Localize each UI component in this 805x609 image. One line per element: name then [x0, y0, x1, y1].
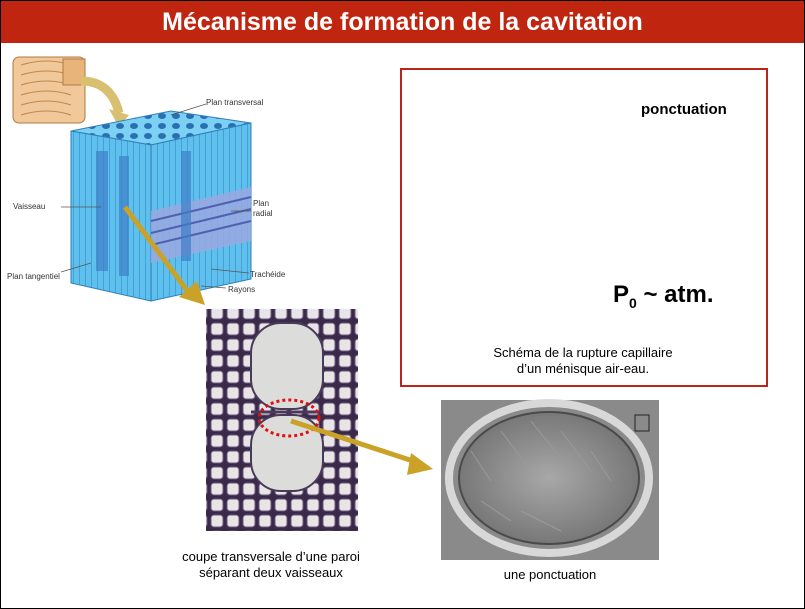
p0-value: ~ atm.: [636, 281, 714, 308]
schema-caption-line2: d’un ménisque air-eau.: [516, 361, 650, 376]
pi-letter: P: [419, 281, 436, 308]
schema-frame: [400, 68, 768, 387]
label-plan-radial-1: Plan: [253, 199, 270, 208]
p0-letter: P: [613, 281, 630, 308]
micrograph-cross-section: [206, 309, 358, 531]
highlight-circle: [257, 398, 321, 438]
label-plan-tangentiel: Plan tangentiel: [7, 272, 60, 281]
arrow-block-to-micrograph: [122, 205, 192, 295]
arrow-log-to-block: [80, 76, 124, 115]
pi-subscript: i: [435, 294, 439, 311]
sem-ponctuation-image: [441, 399, 659, 560]
sem-caption: une ponctuation: [503, 567, 597, 582]
label-vaisseau: Vaisseau: [13, 202, 46, 211]
p0-subscript: 0: [629, 294, 637, 311]
log-slice-image: [12, 56, 86, 124]
schema-caption: Schéma de la rupture capillaire d’un mén…: [411, 345, 755, 377]
wood-block-diagram: [60, 103, 252, 302]
label-rayons: Rayons: [228, 285, 256, 294]
label-plan-transversal: Plan transversal: [206, 98, 264, 107]
pi-label: Pi << 0: [419, 281, 494, 311]
label-plan-radial-2: radial: [253, 209, 273, 218]
micrograph-caption-line1: coupe transversale d’une paroi: [182, 549, 360, 564]
pi-value: << 0: [438, 281, 494, 308]
label-tracheide: Trachéide: [250, 270, 286, 279]
slide-title: Mécanisme de formation de la cavitation: [1, 1, 804, 43]
micrograph-caption-line2: séparant deux vaisseaux: [199, 565, 343, 580]
arrow-micrograph-to-sem: [290, 418, 420, 466]
micrograph-caption: coupe transversale d’une paroi séparant …: [151, 549, 391, 581]
schema-caption-line1: Schéma de la rupture capillaire: [493, 345, 673, 360]
ponctuation-label: ponctuation: [641, 101, 727, 118]
p0-label: P0 ~ atm.: [613, 281, 714, 311]
